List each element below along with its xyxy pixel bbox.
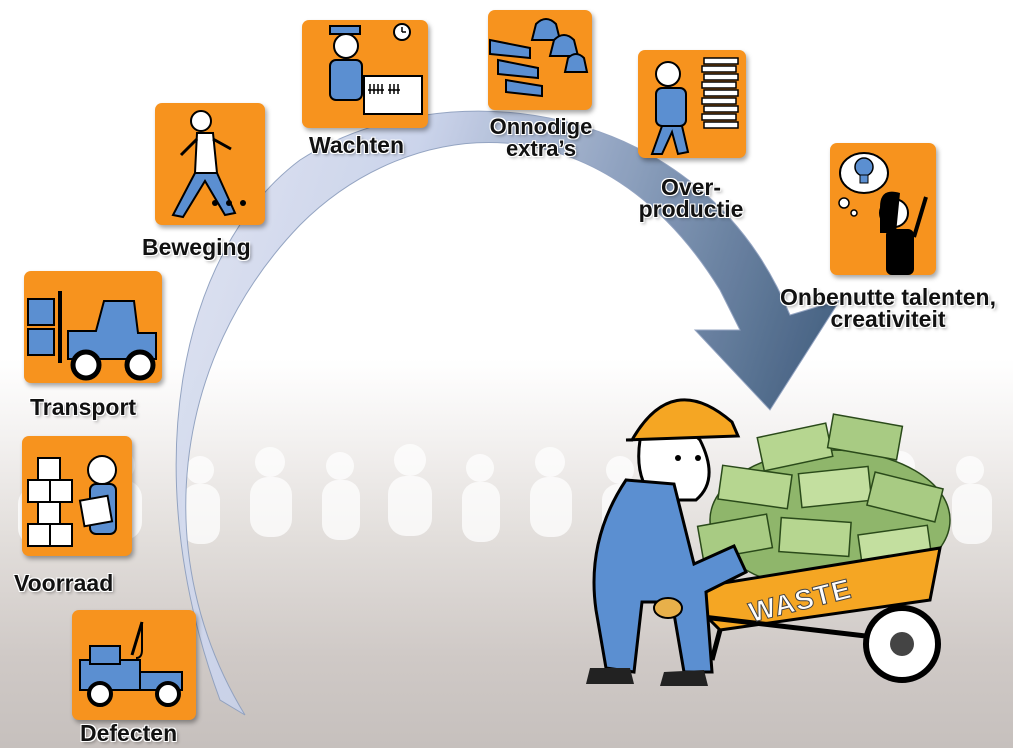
idea-lightbulb-icon — [838, 152, 928, 275]
onnodige-extras-tile — [488, 10, 592, 110]
overproductie-label: Over-productie — [638, 174, 744, 222]
beweging-label: Beweging — [142, 234, 251, 260]
overproductie-tile — [638, 50, 746, 158]
inventory-boxes-icon — [27, 455, 117, 547]
forklift-icon — [27, 291, 157, 381]
defecten-tile — [72, 610, 196, 720]
transport-label: Transport — [30, 394, 137, 420]
wachten-label: Wachten — [309, 132, 404, 158]
waiting-clock-icon — [329, 23, 423, 115]
defecten-label: Defecten — [80, 720, 178, 746]
voorraad-label: Voorraad — [14, 570, 114, 596]
voorraad-tile — [22, 436, 132, 556]
beweging-tile — [155, 103, 265, 225]
wachten-tile — [302, 20, 428, 128]
walking-person-icon — [171, 110, 246, 219]
paper-stack-icon — [650, 57, 739, 156]
bells-horns-icon — [489, 18, 589, 98]
onbenutte-talenten-tile — [830, 143, 936, 275]
onnodige-extras-label: Onnodige extra’s — [489, 114, 593, 161]
onbenutte-talenten-label: Onbenutte talenten, creativiteit — [780, 284, 996, 332]
tow-truck-icon — [79, 621, 183, 707]
transport-tile — [24, 271, 162, 383]
